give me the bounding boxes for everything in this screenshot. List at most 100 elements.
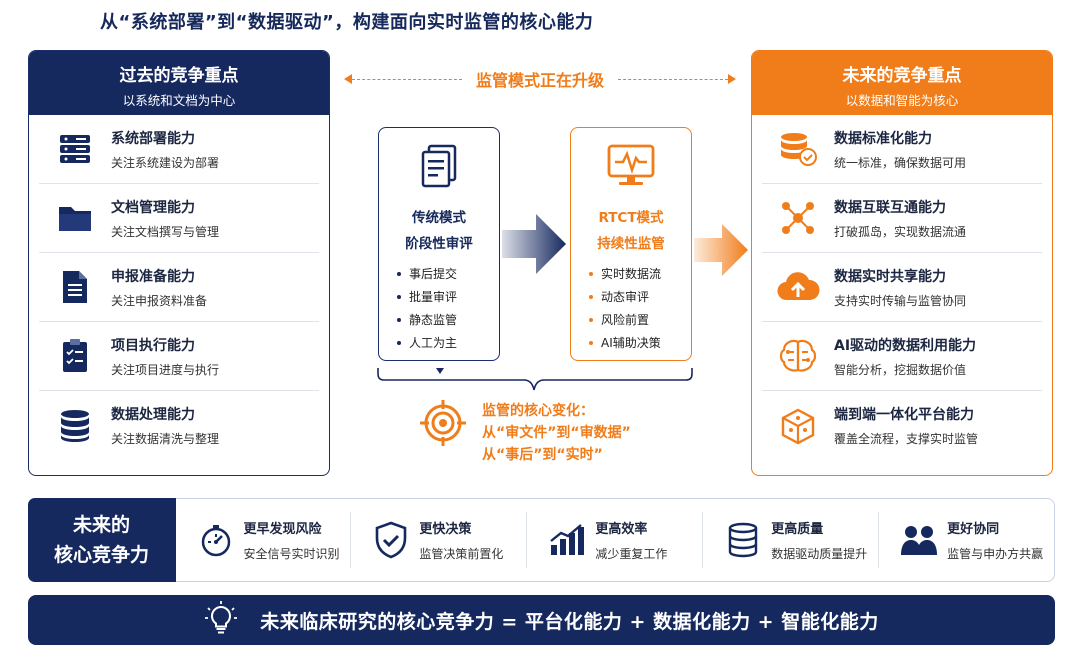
cube-icon — [762, 407, 834, 445]
competitiveness-item: 更高质量数据驱动质量提升 — [702, 512, 878, 568]
transition-arrow-orange-icon — [694, 224, 748, 276]
future-item-interconnect: 数据互联互通能力打破孤岛，实现数据流通 — [762, 184, 1042, 253]
item-desc: 打破孤岛，实现数据流通 — [834, 224, 967, 239]
document-stack-icon — [379, 142, 499, 194]
item-desc: 关注申报资料准备 — [111, 293, 208, 308]
competitiveness-strip: 未来的 核心竞争力 更早发现风险安全信号实时识别 更快决策监管决策前置化 更高效… — [27, 498, 1055, 582]
arrow-right-icon — [728, 74, 737, 84]
past-panel-header: 过去的竞争重点 以系统和文档为中心 — [29, 51, 329, 115]
lightbulb-icon — [204, 601, 238, 639]
past-item-filing: 申报准备能力关注申报资料准备 — [39, 253, 319, 322]
dashed-line — [618, 78, 729, 80]
folder-icon — [39, 202, 111, 234]
server-icon — [39, 132, 111, 166]
checklist-icon — [39, 338, 111, 374]
competitiveness-title-line2: 核心竞争力 — [53, 544, 149, 566]
traditional-mode-subtitle: 阶段性审评 — [405, 236, 473, 252]
formula-bar: 未来临床研究的核心竞争力 = 平台化能力 + 数据化能力 + 智能化能力 — [28, 595, 1055, 645]
bracket-brace — [377, 368, 693, 391]
item-desc: 监管与申办方共赢 — [947, 547, 1044, 561]
network-icon — [762, 200, 834, 236]
competitiveness-title: 未来的 核心竞争力 — [27, 498, 176, 582]
headline: 从“系统部署”到“数据驱动”，构建面向实时监管的核心能力 — [100, 12, 594, 33]
database-check-icon — [762, 131, 834, 167]
formula-text: 未来临床研究的核心竞争力 = 平台化能力 + 数据化能力 + 智能化能力 — [260, 610, 879, 633]
future-focus-panel: 未来的竞争重点 以数据和智能为核心 数据标准化能力统一标准，确保数据可用 数据互… — [751, 50, 1053, 476]
core-change-title: 监管的核心变化： — [482, 403, 594, 419]
item-title: 数据互联互通能力 — [834, 199, 946, 216]
competitiveness-item: 更早发现风险安全信号实时识别 — [176, 512, 351, 568]
brain-icon — [762, 338, 834, 374]
item-title: 文档管理能力 — [111, 199, 195, 216]
past-item-system: 系统部署能力关注系统建设为部署 — [39, 115, 319, 184]
bullet: 风险前置 — [589, 308, 691, 331]
item-desc: 安全信号实时识别 — [243, 547, 340, 561]
item-title: 更高质量 — [771, 522, 824, 537]
past-item-document: 文档管理能力关注文档撰写与管理 — [39, 184, 319, 253]
future-panel-subtitle: 以数据和智能为核心 — [845, 93, 959, 108]
item-desc: 减少重复工作 — [595, 547, 668, 561]
item-desc: 智能分析，挖掘数据价值 — [834, 362, 967, 377]
item-desc: 统一标准，确保数据可用 — [834, 155, 967, 170]
item-title: 项目执行能力 — [111, 337, 195, 354]
traditional-mode-card: 传统模式 阶段性审评 事后提交 批量审评 静态监管 人工为主 — [378, 127, 500, 361]
competitiveness-item: 更高效率减少重复工作 — [526, 512, 702, 568]
competitiveness-item: 更快决策监管决策前置化 — [350, 512, 526, 568]
competitiveness-title-line1: 未来的 — [72, 514, 130, 536]
bar-growth-icon — [545, 523, 589, 557]
future-panel-header: 未来的竞争重点 以数据和智能为核心 — [752, 51, 1052, 115]
database-icon — [39, 408, 111, 444]
bullet: AI辅助决策 — [589, 331, 691, 354]
item-title: 更快决策 — [419, 522, 472, 537]
future-item-ai: AI驱动的数据利用能力智能分析，挖掘数据价值 — [762, 322, 1042, 391]
item-desc: 支持实时传输与监管协同 — [834, 293, 967, 308]
target-icon — [420, 400, 466, 470]
upgrade-banner: 监管模式正在升级 — [344, 66, 737, 92]
future-item-sharing: 数据实时共享能力支持实时传输与监管协同 — [762, 253, 1042, 322]
past-item-project: 项目执行能力关注项目进度与执行 — [39, 322, 319, 391]
transition-arrow-icon — [502, 214, 566, 274]
item-desc: 关注数据清洗与整理 — [111, 432, 220, 446]
dashed-line — [352, 78, 462, 80]
item-title: 更好协同 — [947, 522, 1000, 537]
shield-check-icon — [369, 521, 413, 559]
team-icon — [897, 523, 941, 557]
database-icon — [721, 522, 765, 558]
item-desc: 监管决策前置化 — [419, 547, 504, 561]
core-change-line1: 从“审文件”到“审数据” — [482, 425, 631, 441]
stopwatch-icon — [194, 522, 238, 558]
monitor-pulse-icon — [571, 142, 691, 194]
item-title: AI驱动的数据利用能力 — [834, 337, 977, 354]
bullet: 人工为主 — [397, 331, 499, 354]
future-panel-title: 未来的竞争重点 — [842, 66, 962, 86]
upgrade-label: 监管模式正在升级 — [476, 71, 605, 90]
rtct-mode-title: RTCT模式 — [598, 210, 664, 226]
bullet: 动态审评 — [589, 285, 691, 308]
arrow-left-icon — [344, 74, 352, 84]
item-title: 系统部署能力 — [111, 130, 195, 147]
item-desc: 数据驱动质量提升 — [771, 547, 868, 561]
rtct-mode-card: RTCT模式 持续性监管 实时数据流 动态审评 风险前置 AI辅助决策 — [570, 127, 692, 361]
traditional-mode-title: 传统模式 — [412, 210, 466, 226]
item-desc: 覆盖全流程，支撑实时监管 — [834, 432, 979, 446]
past-item-data: 数据处理能力关注数据清洗与整理 — [39, 391, 319, 460]
item-title: 数据实时共享能力 — [834, 268, 946, 285]
rtct-mode-subtitle: 持续性监管 — [597, 236, 665, 252]
bullet: 实时数据流 — [589, 262, 691, 285]
item-title: 数据处理能力 — [111, 407, 195, 423]
item-desc: 关注文档撰写与管理 — [111, 224, 220, 239]
bullet: 批量审评 — [397, 285, 499, 308]
past-panel-subtitle: 以系统和文档为中心 — [122, 93, 236, 108]
cloud-upload-icon — [762, 270, 834, 304]
competitiveness-item: 更好协同监管与申办方共赢 — [878, 512, 1054, 568]
bullet: 事后提交 — [397, 262, 499, 285]
core-change-block: 监管的核心变化： 从“审文件”到“审数据” 从“事后”到“实时” — [420, 400, 680, 470]
item-title: 更早发现风险 — [243, 522, 322, 537]
past-panel-title: 过去的竞争重点 — [119, 66, 239, 86]
core-change-line2: 从“事后”到“实时” — [482, 447, 603, 463]
document-icon — [39, 269, 111, 305]
item-desc: 关注系统建设为部署 — [111, 155, 220, 170]
future-item-platform: 端到端一体化平台能力覆盖全流程，支撑实时监管 — [762, 391, 1042, 460]
item-desc: 关注项目进度与执行 — [111, 362, 220, 377]
bullet: 静态监管 — [397, 308, 499, 331]
